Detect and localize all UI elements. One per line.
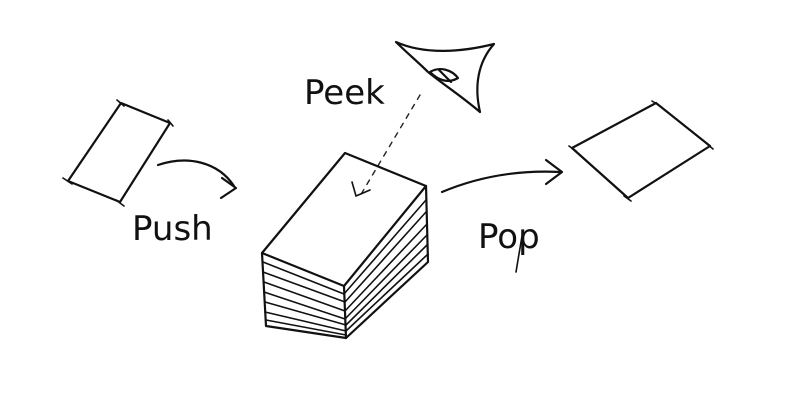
push-label: Push — [132, 209, 213, 249]
push-arrow — [156, 159, 238, 200]
pop-label: Pop — [478, 217, 540, 257]
eye-icon — [394, 40, 496, 114]
page-stack — [260, 151, 430, 340]
pop-label-tail — [515, 235, 523, 273]
peek-sightline — [351, 94, 421, 197]
outgoing-page — [568, 100, 714, 202]
pop-arrow — [440, 158, 564, 194]
incoming-page — [62, 99, 174, 207]
peek-label: Peek — [304, 73, 385, 113]
